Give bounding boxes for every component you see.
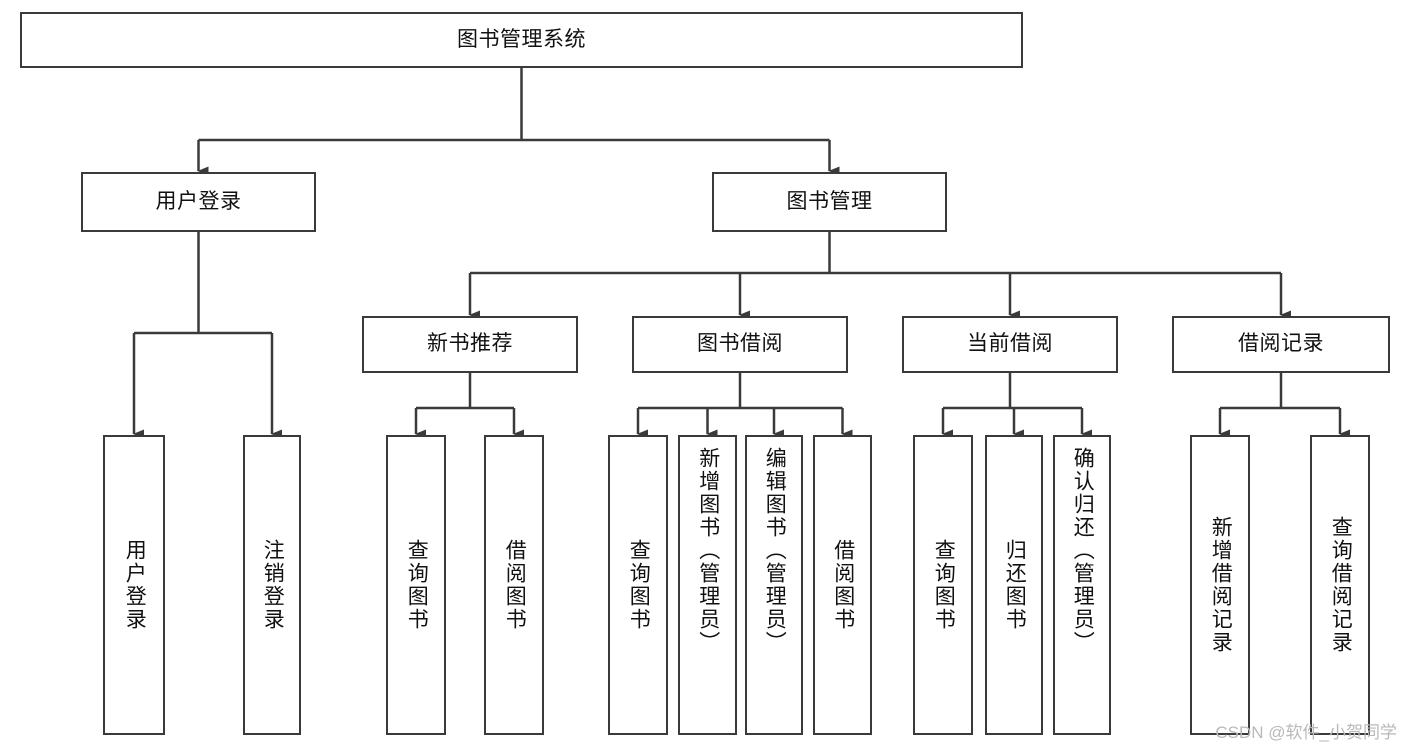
leaf-edit-book-admin[interactable]: 编辑图书（管理员） xyxy=(745,435,803,735)
leaf-confirm-return-admin[interactable]: 确认归还（管理员） xyxy=(1053,435,1111,735)
node-label: 注销登录 xyxy=(261,539,285,631)
leaf-query-book-recommend[interactable]: 查询图书 xyxy=(386,435,446,735)
watermark: CSDN @软件_小贺同学 xyxy=(1215,723,1397,742)
leaf-user-login[interactable]: 用户登录 xyxy=(103,435,165,735)
leaf-return-book[interactable]: 归还图书 xyxy=(985,435,1043,735)
node-label: 查询图书 xyxy=(627,539,651,631)
node-label: 查询图书 xyxy=(405,539,429,631)
node-label: 查询图书 xyxy=(932,539,956,631)
node-label: 新书推荐 xyxy=(427,332,513,356)
leaf-logout[interactable]: 注销登录 xyxy=(243,435,301,735)
node-label: 用户登录 xyxy=(155,189,242,213)
node-label: 归还图书 xyxy=(1003,539,1027,631)
leaf-borrow-book[interactable]: 借阅图书 xyxy=(813,435,872,735)
node-label: 图书管理系统 xyxy=(457,27,586,51)
node-user-login[interactable]: 用户登录 xyxy=(81,172,316,232)
leaf-query-borrow-record[interactable]: 查询借阅记录 xyxy=(1310,435,1370,735)
node-label: 查询借阅记录 xyxy=(1329,516,1353,654)
node-label: 借阅图书 xyxy=(503,539,527,631)
node-label: 编辑图书（管理员） xyxy=(763,447,787,654)
leaf-add-book-admin[interactable]: 新增图书（管理员） xyxy=(678,435,737,735)
node-label: 当前借阅 xyxy=(967,332,1053,356)
node-borrow-record[interactable]: 借阅记录 xyxy=(1172,316,1390,373)
node-label: 用户登录 xyxy=(123,539,147,631)
node-book-management[interactable]: 图书管理 xyxy=(712,172,947,232)
leaf-query-book-current[interactable]: 查询图书 xyxy=(913,435,973,735)
node-label: 借阅图书 xyxy=(831,539,855,631)
node-label: 新增图书（管理员） xyxy=(696,447,720,654)
node-label: 图书管理 xyxy=(786,189,873,213)
node-label: 新增借阅记录 xyxy=(1209,516,1233,654)
leaf-borrow-book-recommend[interactable]: 借阅图书 xyxy=(484,435,544,735)
node-root-system[interactable]: 图书管理系统 xyxy=(20,12,1023,68)
leaf-add-borrow-record[interactable]: 新增借阅记录 xyxy=(1190,435,1250,735)
node-current-borrow[interactable]: 当前借阅 xyxy=(902,316,1118,373)
node-new-book-recommend[interactable]: 新书推荐 xyxy=(362,316,578,373)
node-label: 借阅记录 xyxy=(1238,332,1324,356)
edge-paths xyxy=(132,68,1350,439)
leaf-query-book-borrow[interactable]: 查询图书 xyxy=(608,435,668,735)
node-book-borrow[interactable]: 图书借阅 xyxy=(632,316,848,373)
node-label: 确认归还（管理员） xyxy=(1071,447,1095,654)
node-label: 图书借阅 xyxy=(697,332,783,356)
